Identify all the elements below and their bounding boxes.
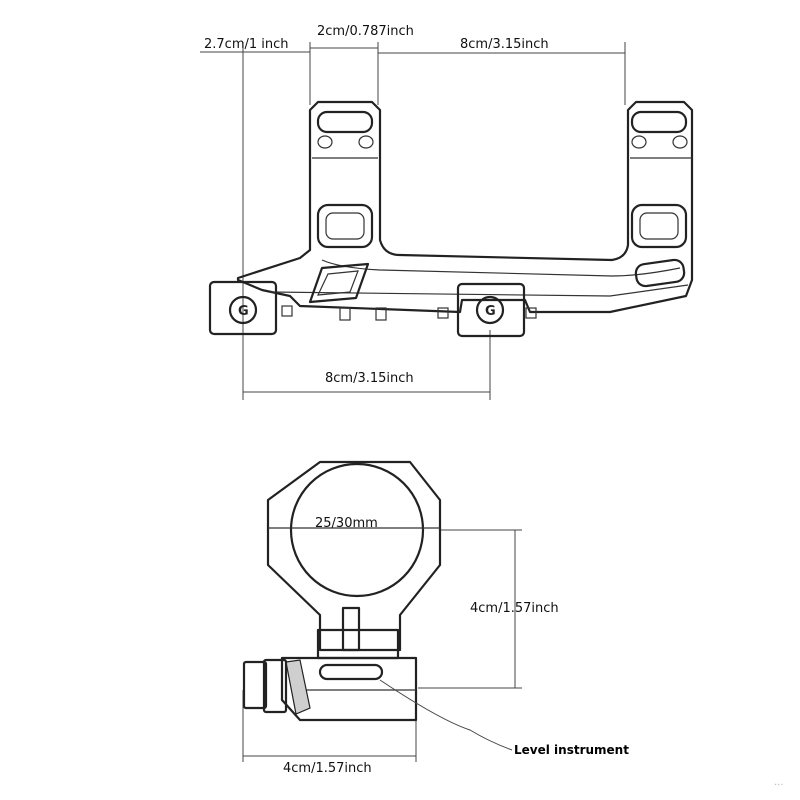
base-rear-cutout	[634, 258, 686, 288]
right-ring-window	[630, 203, 688, 249]
mount-body-outline	[236, 100, 694, 314]
right-ring-screw-left	[631, 135, 647, 149]
mount-base	[280, 656, 418, 722]
left-clamp-block	[208, 280, 278, 336]
recoil-lug-4	[437, 307, 449, 319]
mount-lower-contour	[269, 284, 689, 297]
ring-diameter-label: 25/30mm	[315, 516, 378, 531]
left-ring-screw-left	[317, 135, 333, 149]
recoil-lug-5	[525, 307, 537, 319]
top-dimension-lines	[200, 42, 626, 400]
clamp-knob-collar	[262, 658, 288, 714]
right-clamp-mark: G	[485, 304, 496, 319]
right-ring-window-inner	[639, 212, 679, 240]
dim-height-label: 4cm/1.57inch	[470, 601, 559, 616]
recoil-lug-2	[339, 307, 351, 321]
dim-clamp-spacing-label: 8cm/3.15inch	[325, 371, 414, 386]
front-dimension-lines	[242, 529, 522, 762]
front-view: 4cm/1.57inch 4cm/1.57inch 25/30mm Level …	[242, 460, 629, 776]
clamp-knob-hex	[242, 660, 268, 710]
level-callout-label: Level instrument	[514, 743, 629, 757]
recoil-lug-3	[375, 307, 387, 321]
left-ring-window	[316, 203, 374, 249]
level-callout-leader	[379, 679, 513, 751]
right-ring-top-slot	[630, 110, 688, 134]
dim-offset-label: 2.7cm/1 inch	[204, 37, 289, 52]
mount-inner-contour	[321, 259, 681, 277]
left-clamp-bolt	[228, 295, 258, 325]
right-clamp-block	[456, 282, 526, 338]
ring-outer-outline	[266, 460, 442, 652]
right-ring-screw-right	[672, 135, 688, 149]
right-clamp-bolt	[475, 295, 505, 325]
clamp-knob-knurl	[285, 659, 311, 715]
dim-ring-spacing-label: 8cm/3.15inch	[460, 37, 549, 52]
ring-bore	[289, 462, 425, 598]
base-diamond-cutout-inner	[317, 270, 359, 296]
left-clamp-mark: G	[238, 304, 249, 319]
left-ring-window-inner	[325, 212, 365, 240]
left-ring-screw-right	[358, 135, 374, 149]
watermark: ···	[774, 780, 784, 791]
left-ring-top-slot	[316, 110, 374, 134]
base-diamond-cutout	[308, 262, 370, 304]
level-vial	[318, 663, 384, 681]
dim-ring-width-label: 2cm/0.787inch	[317, 24, 414, 39]
recoil-lug-1	[281, 305, 293, 317]
top-view: 2.7cm/1 inch 2cm/0.787inch 8cm/3.15inch …	[200, 24, 694, 400]
dim-base-width-label: 4cm/1.57inch	[283, 761, 372, 776]
